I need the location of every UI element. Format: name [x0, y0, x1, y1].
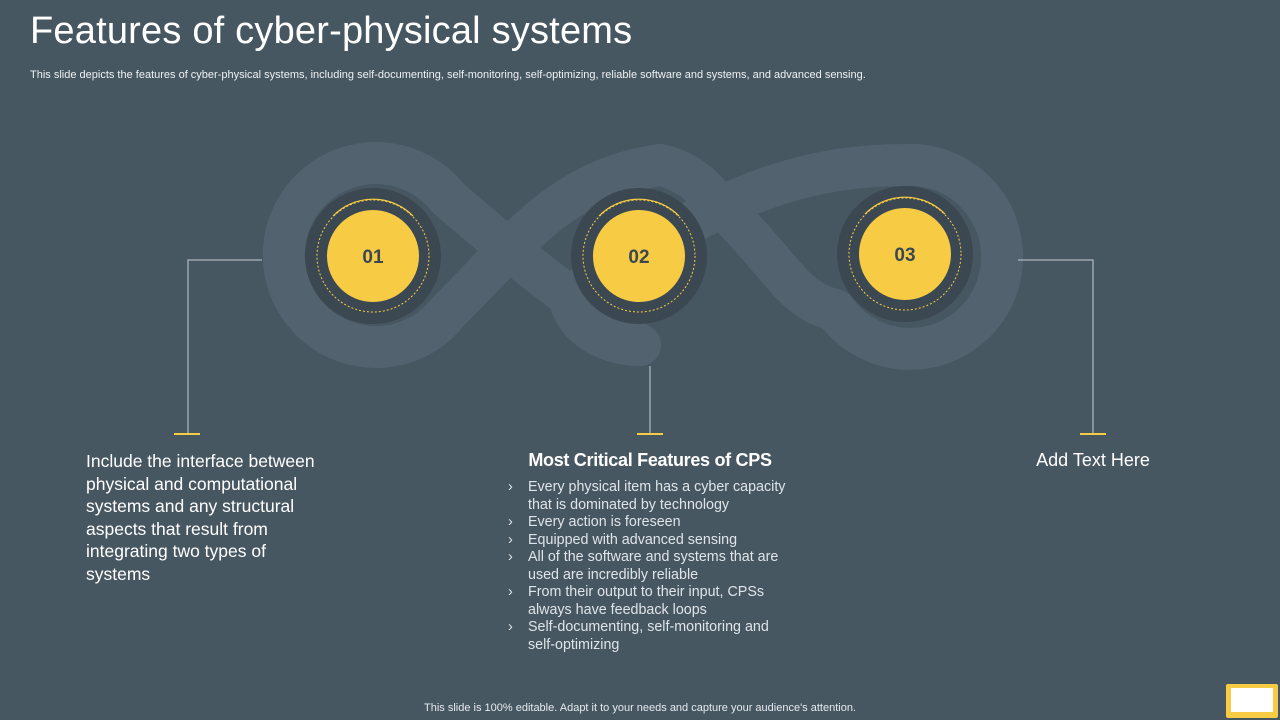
step-02-number: 02	[628, 247, 649, 268]
list-item: ›Self-documenting, self-monitoring and s…	[508, 619, 769, 653]
left-panel-text: Include the interface between physical a…	[86, 451, 315, 584]
chevron-right-icon: ›	[508, 514, 513, 530]
presentation-logo-icon	[1226, 684, 1278, 718]
feature-list: ›Every physical item has a cyber capacit…	[508, 479, 810, 654]
middle-panel: Most Critical Features of CPS ›Every phy…	[490, 450, 810, 654]
right-panel-text: Add Text Here	[1036, 450, 1150, 470]
ribbon-loop-left	[262, 142, 469, 368]
connector-left	[187, 259, 262, 433]
middle-panel-title: Most Critical Features of CPS	[528, 450, 772, 470]
list-item: ›From their output to their input, CPSs …	[508, 584, 765, 618]
list-item: ›Every action is foreseen	[508, 514, 681, 530]
step-01-number: 01	[362, 247, 384, 268]
slide-footer: This slide is 100% editable. Adapt it to…	[424, 702, 856, 714]
chevron-right-icon: ›	[508, 619, 513, 635]
list-item: ›All of the software and systems that ar…	[508, 549, 779, 583]
chevron-right-icon: ›	[508, 549, 513, 565]
ribbon-loop-right	[814, 143, 1024, 370]
step-03-badge: 03	[837, 186, 973, 322]
chevron-right-icon: ›	[508, 531, 513, 548]
slide-title: Features of cyber-physical systems	[30, 10, 633, 52]
connector-right	[1018, 259, 1094, 433]
chevron-right-icon: ›	[508, 479, 513, 495]
list-item: ›Every physical item has a cyber capacit…	[508, 479, 786, 513]
step-01-badge: 01	[305, 188, 441, 324]
step-02-badge: 02	[571, 188, 707, 324]
list-item: ›Equipped with advanced sensing	[508, 531, 738, 548]
step-03-number: 03	[894, 245, 915, 266]
ribbon-cross-1	[427, 144, 681, 333]
chevron-right-icon: ›	[508, 584, 513, 600]
slide-subtitle: This slide depicts the features of cyber…	[30, 69, 866, 81]
